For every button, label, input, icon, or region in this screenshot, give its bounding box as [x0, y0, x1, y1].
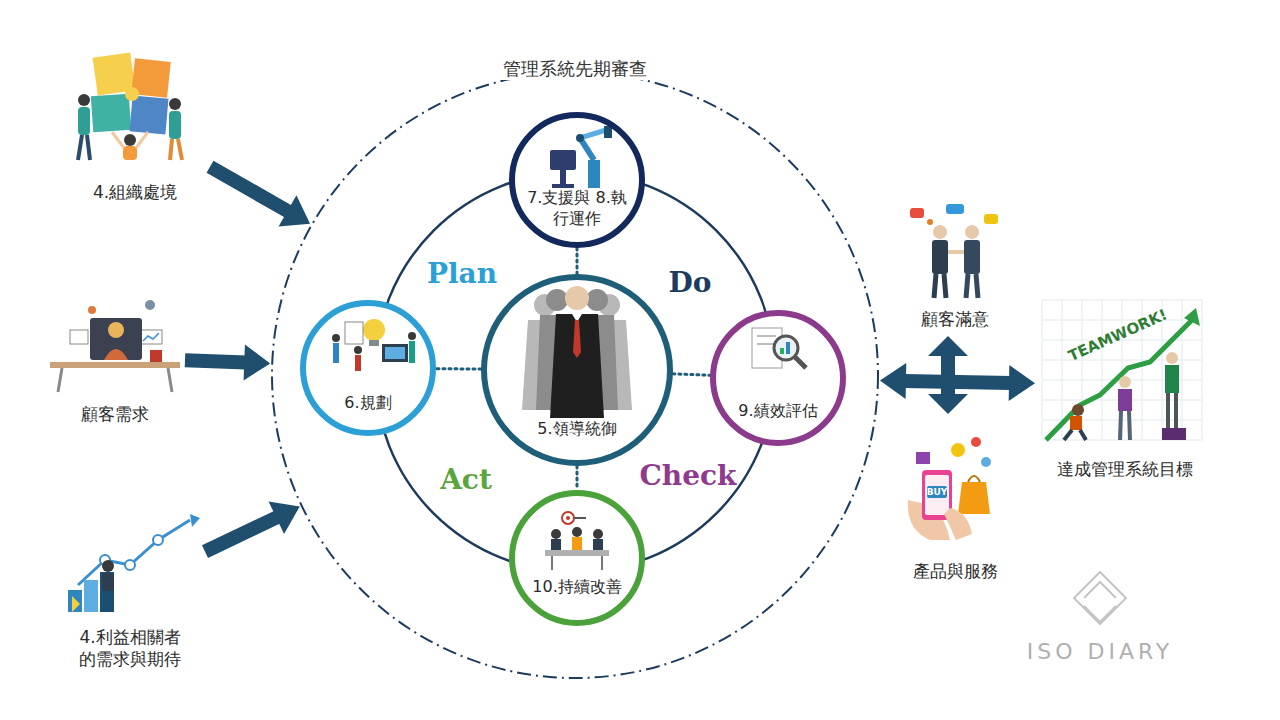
- customer-desk-illustration: [50, 300, 180, 392]
- node-text: 5.領導統御: [537, 419, 616, 440]
- context-node: 4.組織處境: [60, 45, 210, 203]
- planning-icon: [332, 319, 416, 371]
- flow-arrow: [205, 501, 300, 551]
- label-holder: Check: [640, 458, 737, 494]
- connector-line: [185, 360, 246, 362]
- dashed-circle: [272, 72, 878, 678]
- phase-label: Check: [640, 458, 737, 494]
- label-holder: TEAMWORK!: [1065, 305, 1170, 366]
- customer-need-node: 顧客需求: [45, 290, 185, 425]
- arrow-head: [1009, 365, 1035, 401]
- node-text: 達成管理系統目標: [1057, 458, 1193, 480]
- boundary-title: 管理系統先期審查: [495, 57, 655, 80]
- arrow-head: [279, 195, 311, 226]
- label-holder: ISO DIARY: [1027, 638, 1174, 667]
- teamwork-text: TEAMWORK!: [1065, 305, 1170, 366]
- node-text: 顧客滿意: [921, 308, 989, 330]
- connector-line: [436, 367, 481, 370]
- connector-line: [904, 381, 1011, 383]
- teamwork-illustration: [1042, 300, 1202, 440]
- node-text: 10.持續改善: [532, 577, 621, 598]
- robot-arm-icon: [550, 126, 612, 188]
- flow-arrow: [210, 167, 310, 227]
- connector-line: [210, 167, 289, 212]
- satisfaction-node: 顧客滿意: [900, 198, 1010, 330]
- arrow-head: [269, 501, 300, 533]
- label-holder: Plan: [427, 256, 497, 292]
- product-service-node: 產品與服務: [895, 432, 1015, 582]
- arrow-head: [244, 344, 271, 380]
- planning-circle: 6.規劃: [300, 300, 436, 436]
- label-holder: Do: [669, 265, 712, 301]
- node-text: 4.組織處境: [93, 181, 177, 203]
- flow-arrow: [185, 344, 270, 380]
- stakeholder-chart-illustration: [68, 514, 200, 612]
- node-text: 9.績效評估: [738, 401, 817, 422]
- connector-line: [576, 248, 579, 274]
- phase-label: Do: [669, 265, 712, 301]
- circle-grounds: [302, 114, 844, 624]
- watermark: ISO DIARY: [1027, 638, 1174, 667]
- improvement-circle: 10.持續改善: [509, 490, 645, 626]
- meeting-icon: [545, 512, 609, 570]
- review-boundary: 管理系統先期審查7.支援與 8.執行運作6.規劃5.領導統御9.績效評估10.持…: [270, 70, 880, 680]
- label-holder: BUY: [927, 488, 948, 497]
- dotted-link: [673, 374, 710, 375]
- flow-arrow: [880, 363, 1035, 401]
- connector-line: [205, 517, 278, 552]
- dotted-link: [577, 466, 578, 490]
- watermark-logo: [1074, 572, 1126, 624]
- stakeholder-node: 4.利益相關者 的需求與期待: [55, 505, 205, 670]
- handshake-illustration: [910, 204, 998, 298]
- goal-node: 達成管理系統目標: [1035, 290, 1215, 480]
- leaders-icon: [522, 286, 632, 418]
- label-holder: Act: [440, 462, 492, 498]
- node-text: 7.支援與 8.執行運作: [525, 188, 629, 230]
- connector-line: [576, 466, 579, 490]
- shopping-phone-illustration: [908, 437, 991, 540]
- connector-line: [673, 374, 710, 375]
- dotted-link: [436, 368, 481, 369]
- evaluation-circle: 9.績效評估: [710, 310, 846, 446]
- leadership-circle: 5.領導統御: [481, 274, 673, 466]
- phase-label: Plan: [427, 256, 497, 292]
- arrow-head: [880, 363, 906, 399]
- node-text: 產品與服務: [913, 560, 998, 582]
- phase-label: Act: [440, 462, 492, 498]
- buy-button-text: BUY: [927, 488, 948, 497]
- node-text: 6.規劃: [344, 393, 391, 414]
- puzzle-illustration: [78, 53, 182, 160]
- node-text: 4.利益相關者 的需求與期待: [74, 626, 186, 670]
- node-text: 顧客需求: [81, 403, 149, 425]
- support-operation-circle: 7.支援與 8.執行運作: [509, 112, 645, 248]
- dotted-link: [577, 248, 578, 274]
- evaluation-icon: [752, 328, 806, 368]
